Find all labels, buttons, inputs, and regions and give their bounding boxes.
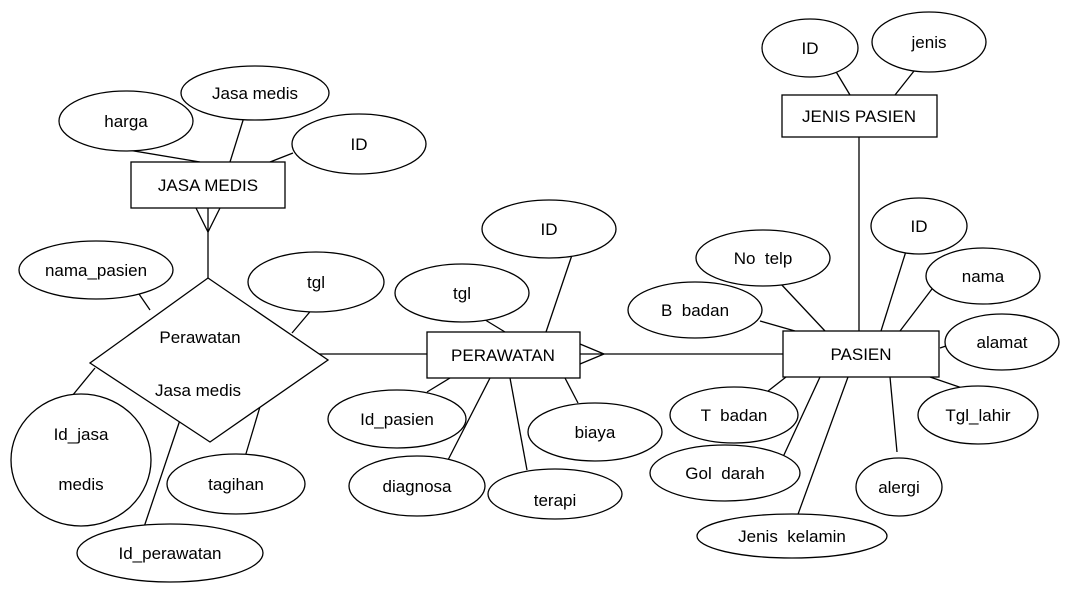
- attr-jm-id-label: ID: [351, 135, 368, 154]
- attr-terapi-label: terapi: [534, 491, 577, 510]
- entity-perawatan[interactable]: ID tgl PERAWATAN Id_pasien biaya diagnos…: [328, 200, 662, 519]
- attr-alergi-label: alergi: [878, 478, 920, 497]
- line-jm-id: [270, 153, 293, 162]
- attr-diagnosa-label: diagnosa: [382, 477, 452, 496]
- attr-no-telp-label: No telp: [734, 249, 793, 268]
- line-pr-idpasien: [427, 378, 450, 392]
- jenis-pasien-title: JENIS PASIEN: [802, 107, 916, 126]
- line-ps-bbadan: [760, 321, 795, 331]
- line-rel-idjasa: [72, 368, 95, 396]
- attr-ps-id-label: ID: [911, 217, 928, 236]
- entity-jasa-medis[interactable]: harga Jasa medis ID JASA MEDIS: [59, 66, 426, 208]
- attr-jenis-kelamin-label: Jenis kelamin: [738, 527, 846, 546]
- line-rel-namapasien: [139, 294, 150, 310]
- relationship-label-line1: Perawatan: [159, 328, 240, 347]
- attr-t-badan-label: T badan: [701, 406, 768, 425]
- relationship-label-line2: Jasa medis: [155, 381, 241, 400]
- jasa-medis-title: JASA MEDIS: [158, 176, 258, 195]
- attr-tgl-lahir-label: Tgl_lahir: [945, 406, 1011, 425]
- attr-alamat-label: alamat: [976, 333, 1027, 352]
- attr-nama-pasien-label: nama_pasien: [45, 261, 147, 280]
- attr-jasa-medis-label: Jasa medis: [212, 84, 298, 103]
- attr-b-badan-label: B badan: [661, 301, 729, 320]
- entity-pasien[interactable]: No telp ID nama B badan PASIEN alamat T …: [628, 198, 1059, 558]
- line-pr-terapi: [510, 378, 527, 470]
- entity-jenis-pasien[interactable]: ID jenis JENIS PASIEN: [762, 12, 986, 137]
- attr-biaya-label: biaya: [575, 423, 616, 442]
- attr-jp-id-label: ID: [802, 39, 819, 58]
- attr-harga-label: harga: [104, 112, 148, 131]
- attr-nama-label: nama: [962, 267, 1005, 286]
- attr-rel-tgl-label: tgl: [307, 273, 325, 292]
- attr-jp-jenis-label: jenis: [911, 33, 947, 52]
- attr-gol-darah-label: Gol darah: [685, 464, 764, 483]
- attr-id-jasa-label-1: Id_jasa: [54, 425, 109, 444]
- line-jm-jasamedis: [230, 114, 245, 162]
- line-ps-notelp: [780, 283, 825, 331]
- pasien-title: PASIEN: [830, 345, 891, 364]
- attr-pr-id-label: ID: [541, 220, 558, 239]
- perawatan-title: PERAWATAN: [451, 346, 555, 365]
- line-ps-nama: [900, 285, 935, 331]
- attr-id-pasien-label: Id_pasien: [360, 410, 434, 429]
- line-ps-alergi: [890, 377, 897, 452]
- attr-id-jasa-medis: [11, 394, 151, 526]
- line-jp-id: [835, 70, 850, 95]
- attr-tagihan-label: tagihan: [208, 475, 264, 494]
- attr-id-perawatan-label: Id_perawatan: [118, 544, 221, 563]
- relationship-perawatan-jasa-medis[interactable]: nama_pasien tgl Perawatan Jasa medis Id_…: [11, 241, 384, 582]
- line-ps-id: [881, 248, 907, 331]
- attr-id-jasa-label-2: medis: [58, 475, 103, 494]
- line-pr-id: [546, 255, 572, 332]
- line-ps-jeniskelamin: [797, 377, 848, 517]
- line-pr-biaya: [565, 378, 578, 403]
- attr-pr-tgl-label: tgl: [453, 284, 471, 303]
